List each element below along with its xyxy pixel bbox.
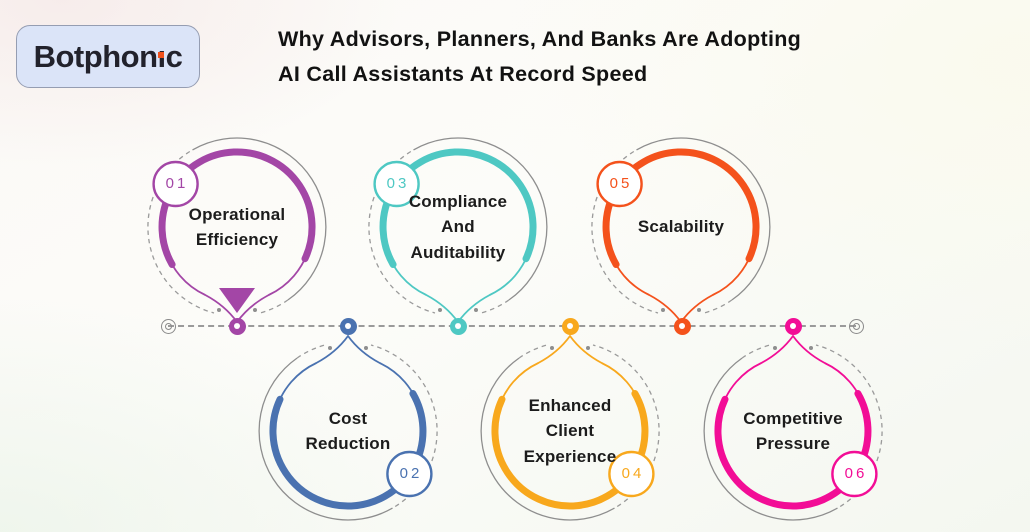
item-label: Scalability <box>637 217 725 237</box>
ring-slot <box>586 130 776 330</box>
outer-arc-solid <box>703 357 838 521</box>
badge-circle <box>608 450 655 498</box>
ring-thick-arc <box>379 148 537 268</box>
item-label: Cost Reduction <box>305 408 391 454</box>
outer-arc-solid <box>192 137 327 301</box>
tail-end-dot-right <box>697 308 701 312</box>
tail-end-dot-left <box>661 308 665 312</box>
timeline-dot-04 <box>561 317 579 335</box>
ring-graphic <box>703 334 883 521</box>
item-number-badge: 01 <box>165 175 189 192</box>
item-enhanced-client-experience: Enhanced Client Experience 04 <box>475 328 665 528</box>
outer-arc-dashed-right <box>703 299 733 314</box>
tail-end-dot-left <box>809 346 813 350</box>
logo-text: Botphonıc <box>33 38 183 75</box>
ring-thick-arc <box>714 390 872 510</box>
item-operational-efficiency: Operational Efficiency 01 <box>142 130 332 330</box>
badge-circle <box>152 160 199 208</box>
tail-end-dot-left <box>217 308 221 312</box>
tail-end-dot-right <box>550 346 554 350</box>
ring-thick-arc <box>269 390 427 510</box>
item-label: Competitive Pressure <box>743 408 843 454</box>
tail-end-dot-right <box>328 346 332 350</box>
item-scalability: Scalability 05 <box>586 130 776 330</box>
item-label: Enhanced Client Experience <box>523 395 617 466</box>
outer-arc-dashed-right <box>296 344 326 359</box>
outer-arc-solid <box>413 137 548 301</box>
ring-slot <box>698 328 888 528</box>
outer-arc-dashed-right <box>741 344 771 359</box>
badge-circle <box>373 160 420 208</box>
item-number-badge: 05 <box>609 175 633 192</box>
logo-i-dot <box>158 52 164 58</box>
timeline-dot-03 <box>449 317 467 335</box>
item-label: Operational Efficiency <box>188 204 286 250</box>
timeline-dot-02 <box>339 317 357 335</box>
item-number-badge: 02 <box>399 465 423 482</box>
badge-circle <box>386 450 433 498</box>
item-number-badge: 04 <box>621 465 645 482</box>
outer-arc-dashed-right <box>480 299 510 314</box>
infographic-title: Why Advisors, Planners, And Banks Are Ad… <box>278 27 802 86</box>
badge-circle <box>596 160 643 208</box>
timeline-start-marker <box>160 318 176 334</box>
timeline-dot-05 <box>673 317 691 335</box>
timeline-dot-06 <box>784 317 802 335</box>
tail-end-dot-left <box>438 308 442 312</box>
pointer-triangle <box>219 288 255 313</box>
timeline-dot-01 <box>228 317 246 335</box>
tail-end-dot-left <box>586 346 590 350</box>
logo-i-letter: ı <box>158 39 167 75</box>
ring-graphic <box>591 137 771 324</box>
item-compliance-and-auditability: Compliance And Auditability 03 <box>363 130 553 330</box>
tail-end-dot-right <box>253 308 257 312</box>
ring-graphic <box>147 137 327 324</box>
tail-end-dot-right <box>773 346 777 350</box>
ring-slot <box>142 130 332 330</box>
ring-graphic <box>368 137 548 324</box>
timeline-start-marker-inner <box>164 322 172 330</box>
outer-arc-dashed-right <box>259 299 289 314</box>
item-label: Compliance And Auditability <box>408 191 508 262</box>
item-competitive-pressure: Competitive Pressure 06 <box>698 328 888 528</box>
ring-slot <box>475 328 665 528</box>
ring-slot <box>363 130 553 330</box>
outer-arc-solid <box>480 357 615 521</box>
item-number-badge: 06 <box>844 465 868 482</box>
tail-end-dot-right <box>474 308 478 312</box>
logo: Botphonıc <box>16 25 200 88</box>
ring-slot <box>253 328 443 528</box>
outer-arc-solid <box>636 137 771 301</box>
ring-graphic <box>480 334 660 521</box>
ring-thick-arc <box>158 148 316 268</box>
ring-graphic <box>258 334 438 521</box>
item-number-badge: 03 <box>386 175 410 192</box>
badge-circle <box>831 450 878 498</box>
ring-thick-arc <box>491 390 649 510</box>
timeline-line <box>168 325 856 327</box>
outer-arc-dashed-right <box>518 344 548 359</box>
outer-arc-solid <box>258 357 393 521</box>
timeline-end-marker <box>848 318 864 334</box>
ring-thick-arc <box>602 148 760 268</box>
item-cost-reduction: Cost Reduction 02 <box>253 328 443 528</box>
tail-end-dot-left <box>364 346 368 350</box>
timeline-end-marker-inner <box>852 322 860 330</box>
